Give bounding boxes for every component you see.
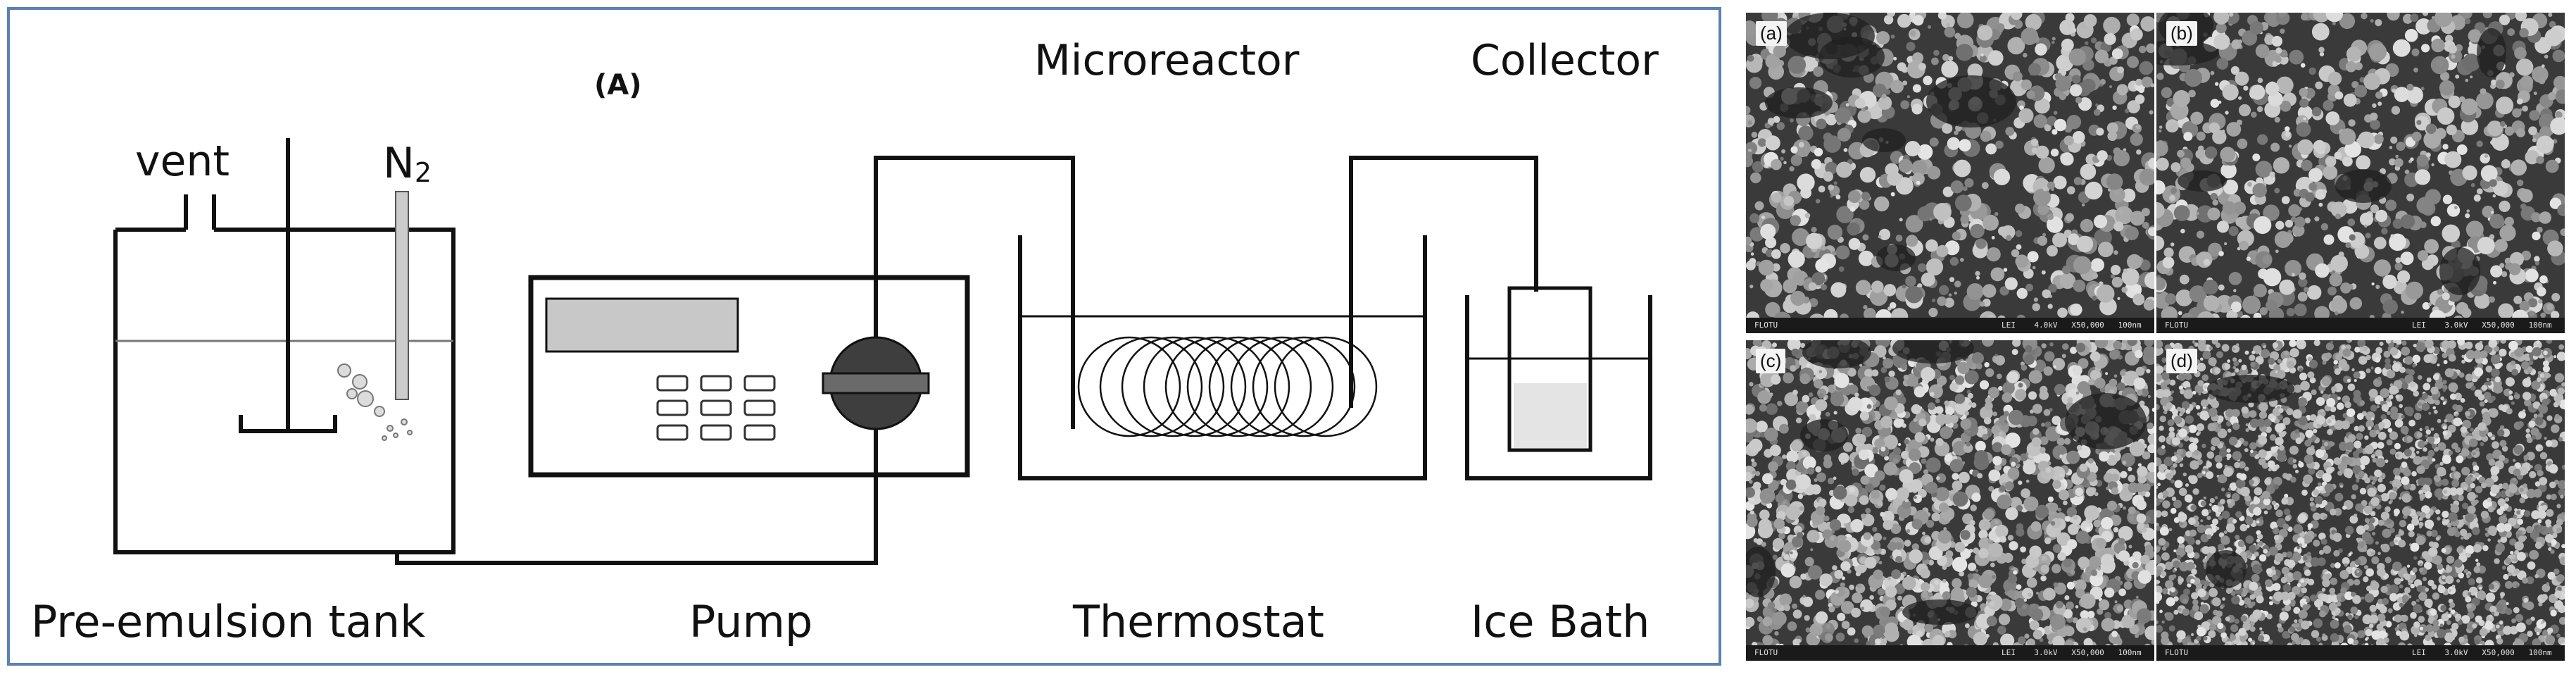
stirrer [239, 138, 337, 433]
ice-bath [1465, 295, 1652, 480]
n2-tube [395, 191, 409, 400]
sem-bar-left: FLOTU [2165, 648, 2412, 657]
ice-bath-label: Ice Bath [1471, 596, 1650, 647]
sem-texture [2156, 13, 2565, 333]
pump-label: Pump [689, 596, 812, 647]
coil-loop [1143, 336, 1247, 437]
pump-keypad [656, 375, 776, 441]
coil-loop [1121, 336, 1225, 437]
sem-bar-left: FLOTU [2165, 321, 2412, 330]
sem-bar-right: LEI 3.0kV X50,000 100nm WD 7.8mm [2412, 321, 2552, 330]
sem-panel-letter: (c) [1756, 349, 1786, 373]
pump-body [528, 275, 970, 478]
sem-bar-left: FLOTU [1754, 321, 2002, 330]
schematic-diagram: (A) vent N2 Microreactor Collector Pre-e… [31, 36, 1659, 647]
tank-label: Pre-emulsion tank [31, 596, 425, 647]
sem-panel-letter: (a) [1756, 21, 1787, 46]
coil-loop [1252, 336, 1356, 437]
sem-info-bar: FLOTU LEI 3.0kV X50,000 100nm WD 7.8mm [1746, 645, 2154, 661]
sem-info-bar: FLOTU LEI 3.0kV X50,000 100nm WD 8.2mm [2156, 645, 2565, 661]
sem-image-c: (c) FLOTU LEI 3.0kV X50,000 100nm WD 7.8m… [1746, 340, 2154, 661]
sem-bar-right: LEI 3.0kV X50,000 100nm WD 7.8mm [2002, 648, 2142, 657]
sem-bar-left: FLOTU [1754, 648, 2002, 657]
coil-loop [1099, 336, 1203, 437]
thermostat-label: Thermostat [1072, 596, 1324, 647]
n2-label: N2 [383, 139, 432, 188]
collector-liquid [1514, 383, 1587, 448]
tank-body [113, 228, 455, 554]
tank-to-pump-line [395, 156, 1075, 565]
pump-display [545, 297, 739, 353]
sem-texture [2156, 340, 2565, 661]
coil-loop [1164, 336, 1269, 437]
sem-panel-letter: (b) [2166, 21, 2197, 46]
collector-label: Collector [1471, 36, 1659, 85]
coil-loop [1230, 336, 1334, 437]
sem-texture [1746, 13, 2154, 333]
thermostat-bath [1018, 235, 1427, 480]
sem-info-bar: FLOTU LEI 3.0kV X50,000 100nm WD 7.8mm [2156, 318, 2565, 333]
pump-head-bar [822, 372, 930, 394]
collector-vial [1507, 286, 1592, 452]
coil-loop [1274, 336, 1378, 437]
sem-bar-right: LEI 3.0kV X50,000 100nm WD 8.2mm [2412, 648, 2552, 657]
microreactor-coil [1077, 336, 1378, 437]
coil-loop [1208, 336, 1312, 437]
coil-loop [1186, 336, 1290, 437]
sem-image-a: (a) FLOTU LEI 4.0kV X50,000 100nm WD 7.8m… [1746, 13, 2154, 333]
gas-bubbles [337, 363, 413, 441]
coil-loop [1077, 336, 1181, 437]
panel-label: (A) [594, 69, 642, 101]
schematic-panel: (A) vent N2 Microreactor Collector Pre-e… [7, 7, 1721, 666]
vent-pipe [184, 194, 216, 230]
vent-label: vent [135, 137, 230, 186]
sem-panel-letter: (d) [2166, 349, 2197, 373]
microreactor-label: Microreactor [1034, 36, 1300, 85]
sem-info-bar: FLOTU LEI 4.0kV X50,000 100nm WD 7.8mm [1746, 318, 2154, 333]
sem-image-b: (b) FLOTU LEI 3.0kV X50,000 100nm WD 7.8m… [2156, 13, 2565, 333]
sem-bar-right: LEI 4.0kV X50,000 100nm WD 7.8mm [2002, 321, 2142, 330]
sem-image-d: (d) FLOTU LEI 3.0kV X50,000 100nm WD 8.2m… [2156, 340, 2565, 661]
sem-texture [1746, 340, 2154, 661]
reactor-outlet-line [1349, 156, 1538, 408]
